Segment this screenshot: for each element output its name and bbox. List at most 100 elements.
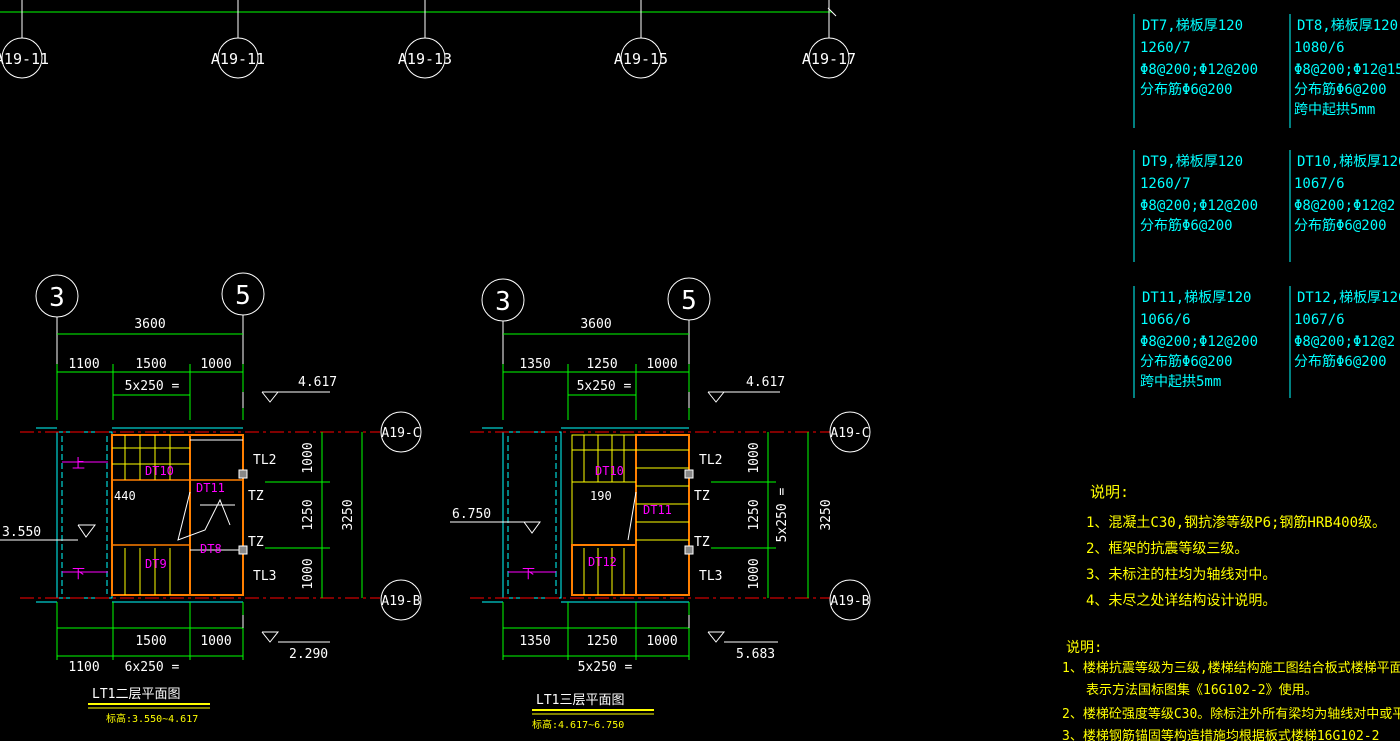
dim: 1350 [519,357,550,372]
note-item: 1、楼梯抗震等级为三级,楼梯结构施工图结合板式楼梯平面 [1062,660,1400,676]
svg-text:Φ8@200;Φ12@200: Φ8@200;Φ12@200 [1140,198,1258,214]
step-dim: 5x250 = [577,379,632,394]
svg-text:分布筋Φ6@200: 分布筋Φ6@200 [1140,81,1233,98]
dim: 1250 [747,499,762,530]
drawing-subtitle: 标高:4.617~6.750 [532,718,624,731]
svg-text:DT12,梯板厚120: DT12,梯板厚120 [1297,290,1400,306]
step-dim: 6x250 = [125,660,180,675]
axis-5-label: 5 [235,281,251,311]
beam-label: TL3 [253,569,276,584]
axis-c-label: A19-C [381,426,420,441]
step-dim: 5x250 = [578,660,633,675]
svg-text:1080/6: 1080/6 [1294,40,1345,56]
dim-total-vertical: 3250 [819,499,834,530]
dim-440: 440 [114,489,136,503]
note-item: 2、楼梯砼强度等级C30。除标注外所有梁均为轴线对中或平柱边。 [1062,706,1400,722]
dim: 1000 [200,634,231,649]
svg-text:Φ8@200;Φ12@200: Φ8@200;Φ12@200 [1140,62,1258,78]
note-item: 4、未尽之处详结构设计说明。 [1086,593,1276,609]
stair-plan-2nd-floor: 3 5 3600 1100 1500 1000 5x250 = 4.617 [0,272,422,725]
svg-text:1260/7: 1260/7 [1140,40,1191,56]
top-axis-grid: A19-11 A19-11 A19-13 A19-15 A19-17 [0,0,856,79]
beam-label: TL2 [253,453,276,468]
note-item: 表示方法国标图集《16G102-2》使用。 [1086,682,1318,698]
beam-label: TZ [248,489,264,504]
axis-c-label: A19-C [830,426,869,441]
dim-total: 3600 [580,317,611,332]
dim: 1000 [646,357,677,372]
step-dim-vertical: 5x250 = [775,487,790,542]
slab-label: DT10 [145,464,174,478]
axis-5-label: 5 [681,286,697,316]
slab-label: DT11 [196,481,225,495]
axis-bubble: A19-15 [614,37,668,79]
elevation-bottom: 5.683 [736,647,775,662]
svg-text:A19-11: A19-11 [0,50,49,68]
svg-text:分布筋Φ6@200: 分布筋Φ6@200 [1294,217,1387,234]
slab-entry-dt8: DT8,梯板厚120 1080/6 Φ8@200;Φ12@15 分布筋Φ6@20… [1294,18,1400,118]
beam-label: TL3 [699,569,722,584]
axis-bubble: A19-11 [0,37,49,79]
dim: 1000 [301,442,316,473]
elevation-top: 4.617 [298,375,337,390]
svg-text:Φ8@200;Φ12@2: Φ8@200;Φ12@2 [1294,334,1395,350]
svg-text:1067/6: 1067/6 [1294,312,1345,328]
down-arrow-label: 下 [522,567,535,582]
note-item: 2、框架的抗震等级三级。 [1086,540,1248,557]
axis-bubble: A19-11 [211,37,265,79]
notes-title: 说明: [1090,483,1129,501]
dim: 1100 [68,660,99,675]
axis-bubble: A19-17 [802,37,856,79]
beam-label: TL2 [699,453,722,468]
dim: 1000 [747,558,762,589]
dim-total: 3600 [134,317,165,332]
svg-text:Φ8@200;Φ12@200: Φ8@200;Φ12@200 [1140,334,1258,350]
slab-schedule: DT7,梯板厚120 1260/7 Φ8@200;Φ12@200 分布筋Φ6@2… [1133,14,1400,398]
slab-label: DT8 [200,542,222,556]
dim: 1250 [586,634,617,649]
svg-text:A19-11: A19-11 [211,50,265,68]
svg-text:DT7,梯板厚120: DT7,梯板厚120 [1142,18,1243,34]
dim: 1000 [301,558,316,589]
step-dim: 5x250 = [125,379,180,394]
dim: 1250 [301,499,316,530]
slab-entry-dt12: DT12,梯板厚120 1067/6 Φ8@200;Φ12@2 分布筋Φ6@20… [1294,290,1400,370]
notes-title: 说明: [1066,640,1102,656]
dim: 1000 [200,357,231,372]
dim-190: 190 [590,489,612,503]
svg-text:分布筋Φ6@200: 分布筋Φ6@200 [1294,353,1387,370]
svg-text:跨中起拱5mm: 跨中起拱5mm [1140,374,1221,390]
elevation-top: 4.617 [746,375,785,390]
slab-entry-dt10: DT10,梯板厚120 1067/6 Φ8@200;Φ12@2 分布筋Φ6@20… [1294,154,1400,234]
beam-label: TZ [248,535,264,550]
general-notes: 说明: 1、混凝土C30,钢抗渗等级P6;钢筋HRB400级。 2、框架的抗震等… [1086,483,1386,609]
dim: 1000 [747,442,762,473]
slab-label: DT12 [588,555,617,569]
svg-text:跨中起拱5mm: 跨中起拱5mm [1294,102,1375,118]
stair-notes: 说明: 1、楼梯抗震等级为三级,楼梯结构施工图结合板式楼梯平面 表示方法国标图集… [1062,640,1400,741]
dim: 1500 [135,357,166,372]
note-item: 3、未标注的柱均为轴线对中。 [1086,567,1276,583]
elevation-bottom: 2.290 [289,647,328,662]
drawing-subtitle: 标高:3.550~4.617 [106,712,198,725]
note-item: 3、楼梯钢筋锚固等构造措施均根据板式楼梯16G102-2 [1062,728,1379,741]
svg-text:分布筋Φ6@200: 分布筋Φ6@200 [1140,353,1233,370]
svg-text:DT10,梯板厚120: DT10,梯板厚120 [1297,154,1400,170]
svg-text:分布筋Φ6@200: 分布筋Φ6@200 [1294,81,1387,98]
axis-b-label: A19-B [381,594,420,609]
drawing-title: LT1二层平面图 [92,687,180,702]
dim: 1100 [68,357,99,372]
note-item: 1、混凝土C30,钢抗渗等级P6;钢筋HRB400级。 [1086,514,1386,531]
dim: 1000 [646,634,677,649]
svg-text:A19-17: A19-17 [802,50,856,68]
svg-text:Φ8@200;Φ12@15: Φ8@200;Φ12@15 [1294,62,1400,78]
svg-text:A19-13: A19-13 [398,50,452,68]
svg-text:A19-15: A19-15 [614,50,668,68]
svg-text:分布筋Φ6@200: 分布筋Φ6@200 [1140,217,1233,234]
slab-label: DT9 [145,557,167,571]
dim: 1500 [135,634,166,649]
slab-label: DT11 [643,503,672,517]
svg-text:1066/6: 1066/6 [1140,312,1191,328]
slab-entry-dt9: DT9,梯板厚120 1260/7 Φ8@200;Φ12@200 分布筋Φ6@2… [1140,154,1258,234]
